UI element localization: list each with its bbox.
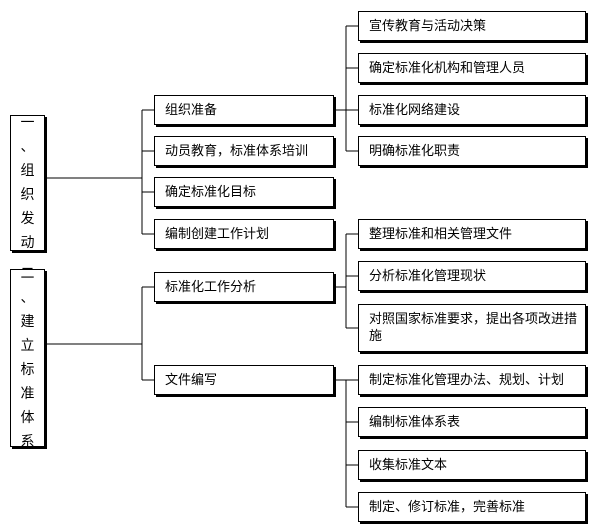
subtask-org-and-personnel: 确定标准化机构和管理人员 xyxy=(358,53,586,83)
stage-2-char: 准 xyxy=(20,386,35,402)
subtask-label: 制定、修订标准，完善标准 xyxy=(369,499,526,515)
subtask-network-building: 标准化网络建设 xyxy=(358,95,586,125)
task-organization-prep: 组织准备 xyxy=(154,95,334,125)
stage-2-char: 二 xyxy=(20,266,35,282)
stage-1-char: 织 xyxy=(20,187,35,203)
stage-1-char: 组 xyxy=(20,163,35,179)
task-mobilization-training: 动员教育，标准体系培训 xyxy=(154,136,334,166)
stage-2-char: 系 xyxy=(20,434,35,450)
stage-2-char: 、 xyxy=(20,290,35,306)
subtask-improvement-measures: 对照国家标准要求，提出各项改进措施 xyxy=(358,304,586,352)
stage-1-char: 一 xyxy=(20,115,35,131)
stage-1-char: 动 xyxy=(20,235,35,251)
task-standardization-analysis: 标准化工作分析 xyxy=(154,272,334,302)
subtask-label: 编制标准体系表 xyxy=(369,414,461,430)
stage-1-char: 发 xyxy=(20,211,35,227)
subtask-label: 宣传教育与活动决策 xyxy=(369,18,487,34)
stage-1-label: 一 、 组 织 发 动 xyxy=(10,115,45,251)
subtask-revise-standards: 制定、修订标准，完善标准 xyxy=(358,492,586,522)
task-label: 编制创建工作计划 xyxy=(165,226,270,242)
stage-2-label: 二 、 建 立 标 准 体 系 xyxy=(10,266,45,450)
subtask-publicity-decision: 宣传教育与活动决策 xyxy=(358,11,586,41)
subtask-define-duties: 明确标准化职责 xyxy=(358,136,586,166)
subtask-organize-documents: 整理标准和相关管理文件 xyxy=(358,219,586,249)
subtask-label: 整理标准和相关管理文件 xyxy=(369,226,513,242)
stage-2-char: 建 xyxy=(20,314,35,330)
subtask-label: 收集标准文本 xyxy=(369,457,448,473)
subtask-label: 确定标准化机构和管理人员 xyxy=(369,60,526,76)
subtask-label: 对照国家标准要求，提出各项改进措施 xyxy=(369,312,578,344)
task-label: 确定标准化目标 xyxy=(165,184,257,200)
subtask-analyze-status: 分析标准化管理现状 xyxy=(358,261,586,291)
subtask-label: 制定标准化管理办法、规划、计划 xyxy=(369,372,565,388)
stage-2-char: 体 xyxy=(20,410,35,426)
task-set-goals: 确定标准化目标 xyxy=(154,177,334,207)
subtask-label: 分析标准化管理现状 xyxy=(369,268,487,284)
stage-1-char: 、 xyxy=(20,139,35,155)
task-label: 标准化工作分析 xyxy=(165,279,257,295)
task-label: 动员教育，标准体系培训 xyxy=(165,143,309,159)
subtask-label: 标准化网络建设 xyxy=(369,102,461,118)
stage-2-char: 立 xyxy=(20,338,35,354)
subtask-standard-system-table: 编制标准体系表 xyxy=(358,407,586,437)
task-label: 文件编写 xyxy=(165,372,218,388)
subtask-management-methods: 制定标准化管理办法、规划、计划 xyxy=(358,365,586,395)
task-work-plan: 编制创建工作计划 xyxy=(154,219,334,249)
task-label: 组织准备 xyxy=(165,102,218,118)
subtask-label: 明确标准化职责 xyxy=(369,143,461,159)
subtask-collect-standards: 收集标准文本 xyxy=(358,450,586,480)
task-document-writing: 文件编写 xyxy=(154,365,334,395)
stage-2-char: 标 xyxy=(20,362,35,378)
